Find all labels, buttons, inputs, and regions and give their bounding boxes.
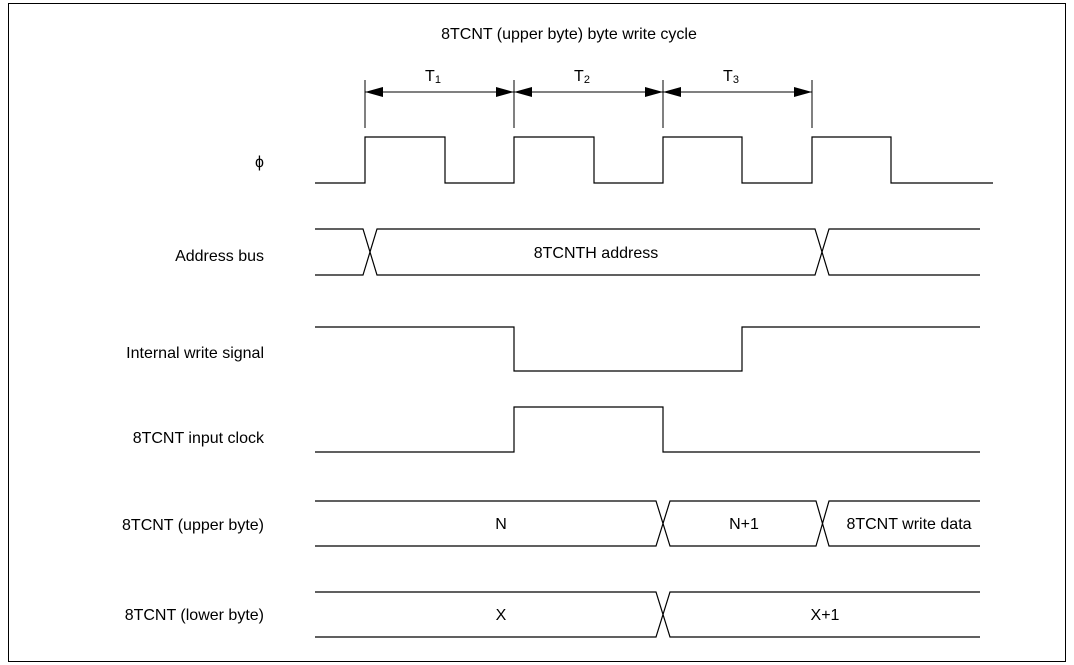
phi-waveform (315, 136, 993, 184)
lower-byte-waveform (315, 591, 980, 638)
lower-byte-label: 8TCNT (lower byte) (125, 607, 264, 624)
cycle-markers: T1 T2 T3 (364, 68, 813, 128)
phi-label: ϕ (255, 154, 264, 171)
upper-value-write-data: 8TCNT write data (846, 516, 971, 533)
input-clock-waveform (315, 406, 980, 453)
diagram-frame (8, 3, 1066, 662)
diagram-title: 8TCNT (upper byte) byte write cycle (441, 26, 697, 43)
input-clock-label: 8TCNT input clock (133, 430, 265, 447)
state-t2-label: T2 (574, 68, 590, 86)
upper-value-n: N (495, 516, 507, 533)
address-bus-label: Address bus (175, 248, 264, 265)
lower-value-x: X (496, 607, 507, 624)
state-t3-label: T3 (723, 68, 739, 86)
internal-write-label: Internal write signal (126, 345, 264, 362)
upper-byte-waveform (315, 500, 980, 547)
address-value: 8TCNTH address (534, 245, 658, 262)
upper-byte-label: 8TCNT (upper byte) (122, 517, 264, 534)
t1-arrow (365, 87, 514, 97)
t2-arrow (514, 87, 663, 97)
address-bus-waveform (315, 228, 980, 276)
internal-write-waveform (315, 326, 980, 372)
lower-value-x1: X+1 (811, 607, 840, 624)
t3-arrow (663, 87, 812, 97)
state-t1-label: T1 (425, 68, 441, 86)
upper-value-n1: N+1 (729, 516, 759, 533)
